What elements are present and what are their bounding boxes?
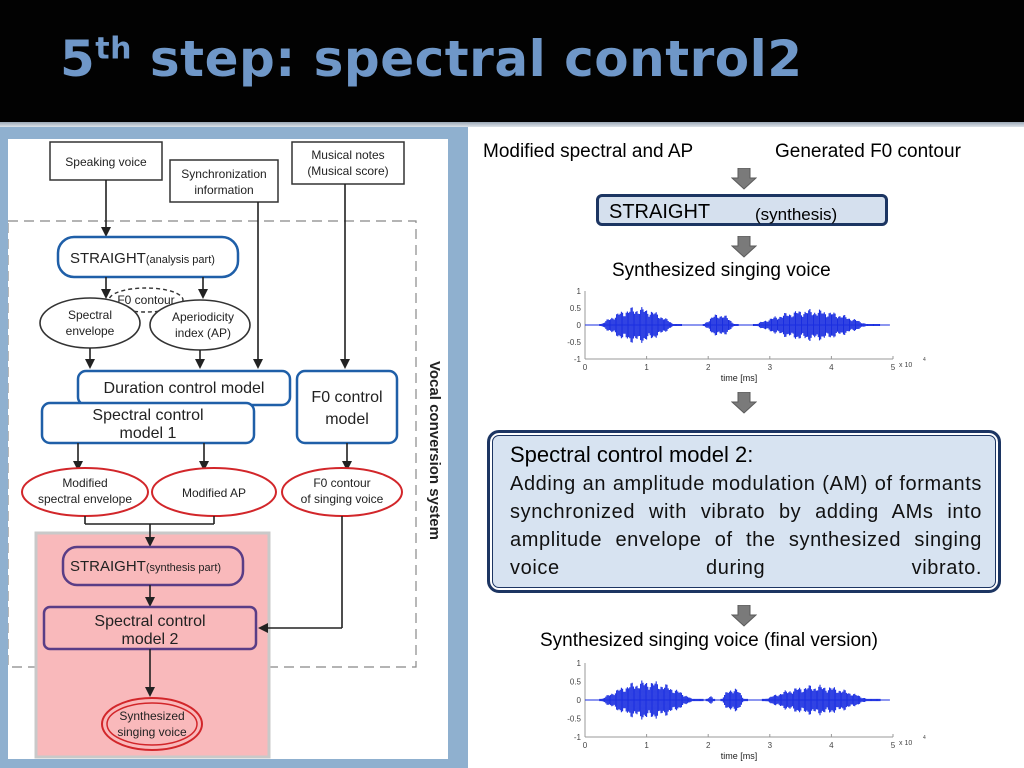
x-tick-label: 0 (583, 741, 588, 750)
title-bar: 5th step: spectral control2 (0, 0, 1024, 122)
f0-singing-label-1: F0 contour (313, 476, 370, 490)
x-tick-label: 5 (891, 741, 896, 750)
spectral-envelope-label-1: Spectral (68, 308, 112, 322)
input-spectral-ap-label: Modified spectral and AP (483, 141, 694, 162)
x-multiplier: x 10 (899, 362, 912, 369)
spectral-control-1-box (40, 401, 256, 445)
diagram-canvas: Speaking voice Synchronization informati… (8, 139, 448, 759)
f0-control-label-a: F0 control (311, 389, 382, 406)
musical-notes-label-1: Musical notes (311, 148, 384, 162)
down-arrow-icon (731, 605, 757, 627)
x-tick-label: 5 (891, 363, 896, 372)
sync-info-label-2: information (194, 183, 253, 197)
synthesized-voice-label-2: singing voice (117, 725, 187, 739)
block-diagram: Speaking voice Synchronization informati… (8, 141, 443, 759)
speaking-voice-box (49, 141, 163, 181)
x-multiplier: x 10 (899, 740, 912, 747)
modified-ap-label: Modified AP (182, 486, 246, 500)
spectral-envelope-label-2: envelope (66, 324, 115, 338)
x-tick-label: 2 (706, 363, 711, 372)
y-tick-label: 0.5 (570, 678, 582, 687)
musical-notes-label-2: (Musical score) (307, 164, 388, 178)
x-tick-label: 2 (706, 741, 711, 750)
straight-label: STRAIGHT (609, 201, 711, 223)
spectral-control-model-2-panel: Spectral control model 2: Adding an ampl… (487, 430, 1001, 593)
vocal-conversion-label: Vocal conversion system (426, 361, 443, 540)
spectral-control-2-label-b: model 2 (122, 631, 179, 648)
scm2-description: Adding an amplitude modulation (AM) of f… (510, 473, 982, 579)
x-multiplier-exp: 4 (923, 357, 926, 363)
down-arrow-icon (731, 236, 757, 258)
x-tick-label: 1 (644, 741, 649, 750)
scm2-title: Spectral control model 2: (510, 442, 754, 467)
x-tick-label: 3 (768, 741, 773, 750)
f0-contour-label: F0 contour (117, 293, 174, 307)
x-tick-label: 4 (829, 363, 834, 372)
straight-analysis-label: STRAIGHT(analysis part) (70, 250, 215, 267)
y-tick-label: -0.5 (567, 715, 581, 724)
x-tick-label: 4 (829, 741, 834, 750)
y-tick-label: 0 (577, 321, 582, 330)
synthesized-voice-caption: Synthesized singing voice (612, 260, 831, 281)
modified-spectral-label-1: Modified (62, 476, 107, 490)
f0-control-label-b: model (325, 411, 369, 428)
musical-notes-box (291, 141, 405, 185)
spectral-control-1-label-b: model 1 (120, 425, 177, 442)
sync-info-label-1: Synchronization (181, 167, 266, 181)
waveform-trace (599, 307, 881, 343)
modified-spectral-label-2: spectral envelope (38, 492, 132, 506)
straight-synthesis-box (61, 545, 245, 587)
x-multiplier-exp: 4 (923, 735, 926, 741)
x-axis-label: time [ms] (721, 373, 758, 383)
x-tick-label: 3 (768, 363, 773, 372)
vocal-conversion-diagram-panel: Speaking voice Synchronization informati… (0, 127, 468, 768)
y-tick-label: 1 (577, 287, 582, 296)
spectral-envelope-ellipse (39, 297, 141, 349)
f0-control-box (295, 369, 399, 445)
spectral-control-1-label-a: Spectral control (92, 407, 203, 424)
synthesized-voice-ellipse (101, 697, 203, 751)
y-tick-label: 0.5 (570, 304, 582, 313)
down-arrow-icon (731, 168, 757, 190)
x-tick-label: 0 (583, 363, 588, 372)
waveform-trace (599, 680, 881, 720)
straight-synthesis-panel: STRAIGHT (synthesis) (596, 194, 888, 226)
spectral-control-2-label-a: Spectral control (94, 613, 205, 630)
input-f0-label: Generated F0 contour (775, 141, 961, 162)
sync-info-box (169, 159, 279, 203)
title-divider (0, 122, 1024, 127)
y-tick-label: 0 (577, 696, 582, 705)
x-axis-label: time [ms] (721, 751, 758, 761)
aperiodicity-ellipse (149, 299, 251, 351)
synthesized-voice-label-1: Synthesized (119, 709, 184, 723)
y-tick-label: -0.5 (567, 338, 581, 347)
down-arrow-icon (731, 392, 757, 414)
duration-control-label: Duration control model (104, 380, 265, 397)
speaking-voice-label: Speaking voice (65, 155, 147, 169)
y-tick-label: -1 (574, 355, 582, 364)
f0-singing-label-2: of singing voice (301, 492, 384, 506)
y-tick-label: 1 (577, 659, 582, 668)
slide-title: 5th step: spectral control2 (60, 30, 803, 88)
straight-synthesis-label: STRAIGHT(synthesis part) (70, 558, 221, 575)
y-tick-label: -1 (574, 733, 582, 742)
x-tick-label: 1 (644, 363, 649, 372)
final-voice-caption: Synthesized singing voice (final version… (540, 630, 878, 651)
aperiodicity-label-1: Aperiodicity (172, 310, 234, 324)
aperiodicity-label-2: index (AP) (175, 326, 231, 340)
straight-sub-label: (synthesis) (755, 205, 838, 224)
straight-analysis-box (56, 235, 240, 279)
